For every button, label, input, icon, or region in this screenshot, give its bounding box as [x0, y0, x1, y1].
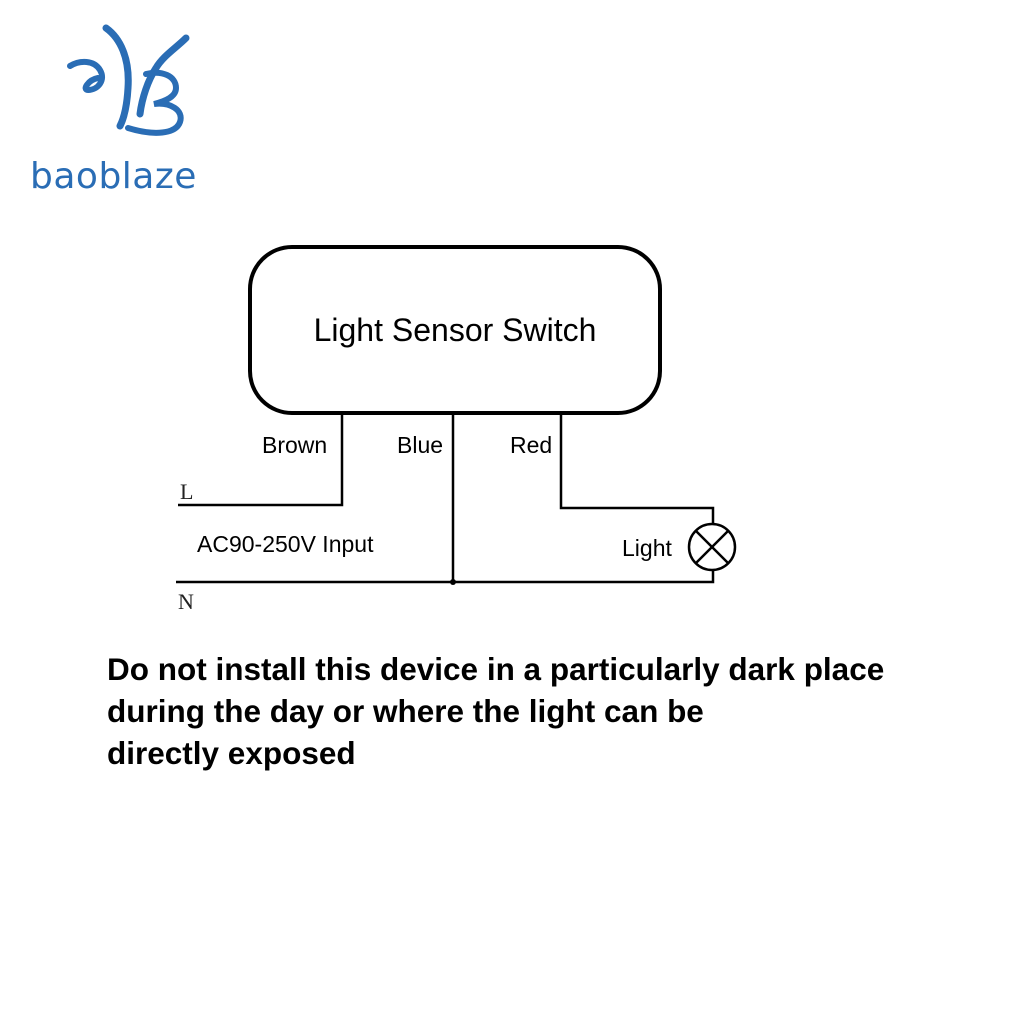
warning-line: directly exposed — [107, 735, 356, 771]
light-label: Light — [622, 535, 672, 561]
warning-line: during the day or where the light can be — [107, 693, 704, 729]
red-wire-label: Red — [510, 432, 553, 458]
brown-wire-label: Brown — [262, 432, 328, 458]
brand-logo: baoblaze — [28, 18, 218, 197]
neutral-label: N — [178, 589, 194, 614]
line-label: L — [180, 479, 194, 504]
brown-wire — [178, 413, 344, 507]
wiring-diagram: Light Sensor Switch Brown Blue Red L N A… — [176, 245, 737, 614]
brand-name: baoblaze — [30, 156, 197, 197]
lamp-icon — [687, 522, 737, 572]
red-wire — [559, 413, 715, 524]
switch-label: Light Sensor Switch — [313, 312, 597, 348]
warning-note: Do not install this device in a particul… — [107, 648, 1007, 774]
neutral-wire — [176, 570, 715, 584]
warning-line: Do not install this device in a particul… — [107, 651, 885, 687]
blue-wire-label: Blue — [397, 432, 444, 458]
switch-box — [248, 245, 662, 415]
input-voltage-label: AC90-250V Input — [197, 531, 374, 557]
junction-dot — [450, 579, 456, 585]
bb-swoosh-logo-icon — [67, 24, 190, 136]
